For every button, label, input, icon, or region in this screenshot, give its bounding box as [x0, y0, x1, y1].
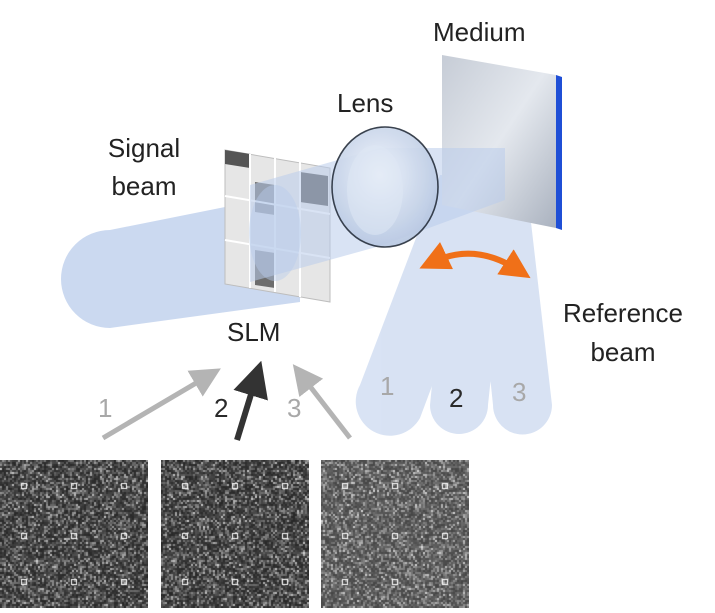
pattern-canvas-3 [321, 460, 469, 608]
reference-number-2: 2 [449, 383, 464, 413]
signal-label-line2: beam [111, 171, 177, 201]
arrow-pattern-2 [233, 360, 268, 441]
pattern-number-2: 2 [214, 393, 229, 423]
reference-number-1: 1 [380, 371, 395, 401]
rotation-arrow [419, 242, 531, 279]
lens-label: Lens [337, 88, 394, 118]
pattern-number-3: 3 [287, 393, 302, 423]
pattern-canvas-1 [0, 460, 148, 608]
slm-pattern-2 [161, 460, 309, 608]
slm-pattern-1 [0, 460, 148, 608]
reference-label-line2: beam [590, 337, 656, 367]
reference-beams [355, 150, 552, 436]
lens [331, 126, 439, 248]
reference-label-line1: Reference [563, 298, 683, 328]
arrow-pattern-1 [101, 368, 221, 441]
slm-label: SLM [227, 317, 281, 347]
arrow-pattern-3 [292, 364, 352, 440]
slm-pattern-3 [321, 460, 469, 608]
reference-beam-3 [468, 165, 552, 435]
pattern-number-1: 1 [98, 393, 113, 423]
reference-number-3: 3 [512, 377, 527, 407]
pattern-canvas-2 [161, 460, 309, 608]
signal-label-line1: Signal [107, 133, 181, 163]
medium-label: Medium [433, 17, 526, 47]
